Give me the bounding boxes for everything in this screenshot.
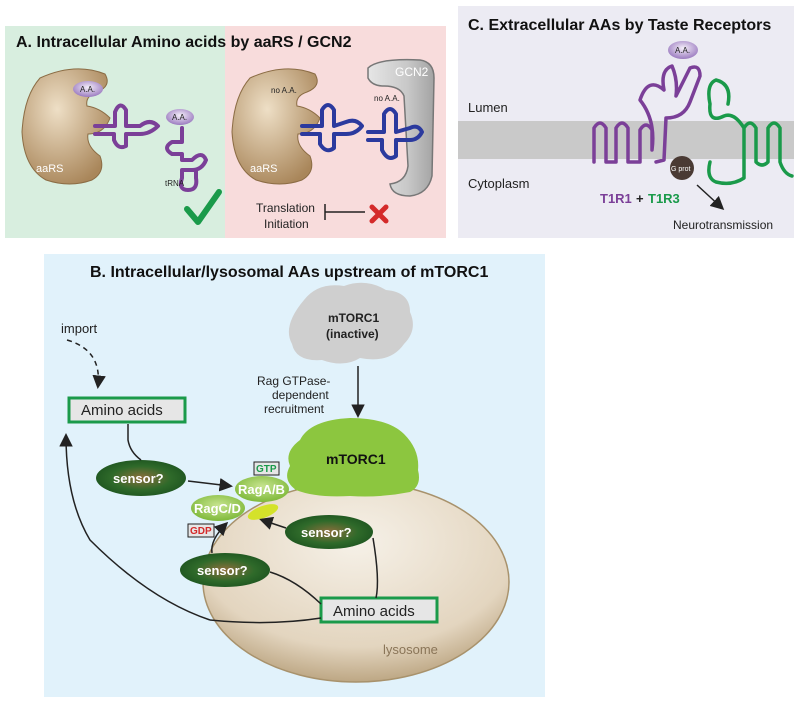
recruit-line2: dependent [272, 388, 329, 402]
aars-label-charged: aaRS [36, 163, 64, 175]
trna-uncharged-aars-icon [300, 103, 364, 153]
aars-enzyme-uncharged [231, 68, 321, 185]
recruit-line3: recruitment [264, 402, 325, 416]
mtorc1-active-label: mTORC1 [326, 451, 386, 467]
amino-acids-label-lysosome: Amino acids [333, 603, 415, 620]
panel-c-title: C. Extracellular AAs by Taste Receptors [468, 17, 771, 34]
mtorc1-inactive-line1: mTORC1 [328, 311, 379, 325]
sensor2-to-rag-arrow [211, 521, 229, 554]
sensor-lysosomal-1 [285, 515, 373, 549]
amino-acid-icon [73, 81, 103, 97]
amino-acids-box-top [67, 396, 187, 424]
gdp-label: GDP [190, 526, 212, 537]
panel-a: A. Intracellular Amino acids by aaRS / G… [5, 26, 446, 238]
sensor1-to-rag-arrow [259, 516, 287, 530]
amino-acid-icon-c [668, 41, 698, 59]
sensor-to-rag-arrow [187, 478, 233, 492]
top-aa-to-sensor-line [127, 424, 142, 461]
inhibition-arrow [324, 204, 365, 220]
lysosomal-sensor1-line [372, 537, 379, 599]
gcn2-label: GCN2 [395, 65, 429, 79]
translation-label-line1: Translation [256, 201, 315, 215]
panel-b: B. Intracellular/lysosomal AAs upstream … [44, 254, 545, 697]
gtp-box [253, 461, 280, 476]
ragulator-icon [247, 504, 279, 520]
mtorc1-inactive-line2: (inactive) [326, 327, 379, 341]
mtorc1-active [287, 418, 419, 497]
t1r3-receptor [707, 78, 794, 186]
amino-acids-label-top: Amino acids [81, 402, 163, 419]
aars-enzyme-charged [21, 68, 111, 185]
recruit-line1: Rag GTPase- [257, 374, 330, 388]
import-label: import [61, 321, 98, 336]
g-protein-label: G prot [671, 166, 691, 173]
t1r1-receptor [592, 64, 702, 164]
panel-b-title: B. Intracellular/lysosomal AAs upstream … [90, 264, 488, 281]
neurotransmission-label: Neurotransmission [673, 218, 773, 232]
sensor-cytosolic [96, 460, 186, 496]
amino-acids-box-lysosome [319, 596, 439, 624]
lysosomal-sensor2-line [269, 571, 322, 605]
gcn2-enzyme [367, 58, 435, 197]
amino-acid-icon-free [166, 109, 194, 125]
aa-label-c: A.A. [675, 46, 690, 55]
import-arrow [66, 339, 106, 389]
ragc-subunit [191, 495, 245, 521]
mtorc1-inactive [288, 282, 413, 364]
ragc-label: RagC/D [194, 501, 241, 516]
lumen-label: Lumen [468, 100, 508, 115]
aa-label: A.A. [80, 85, 95, 94]
efflux-arrow [59, 433, 211, 621]
panel-a-title: A. Intracellular Amino acids by aaRS / G… [16, 34, 352, 51]
neurotransmission-arrow [696, 184, 725, 211]
cross-icon [369, 204, 389, 224]
trna-label: tRNA [165, 179, 185, 188]
no-aa-label-gcn2: no A.A. [374, 94, 400, 103]
sensor-label-lysosomal-2: sensor? [197, 563, 248, 578]
lys-aa-efflux-line [209, 617, 322, 624]
panel-c: C. Extracellular AAs by Taste Receptors … [458, 6, 794, 238]
aars-label-uncharged: aaRS [250, 163, 278, 175]
aa-label-free: A.A. [172, 113, 187, 122]
gtp-label: GTP [256, 464, 277, 475]
checkmark-icon [184, 189, 222, 225]
raga-label: RagA/B [238, 482, 285, 497]
cytoplasm-label: Cytoplasm [468, 176, 529, 191]
plus-label: + [636, 191, 644, 206]
trna-uncharged-gcn2-icon [366, 107, 424, 160]
lysosome-label: lysosome [383, 642, 438, 657]
sensor-label-cytosolic: sensor? [113, 471, 164, 486]
sensor-label-lysosomal-1: sensor? [301, 525, 352, 540]
g-protein-icon [670, 156, 694, 180]
t1r3-label: T1R3 [648, 191, 680, 206]
translation-label-line2: Initiation [264, 217, 309, 231]
no-aa-label-aars: no A.A. [271, 86, 297, 95]
raga-subunit [235, 476, 289, 502]
t1r1-label: T1R1 [600, 191, 632, 206]
sensor-lysosomal-2 [180, 553, 270, 587]
trna-charged-icon [165, 126, 208, 192]
trna-bound-icon [93, 103, 160, 150]
